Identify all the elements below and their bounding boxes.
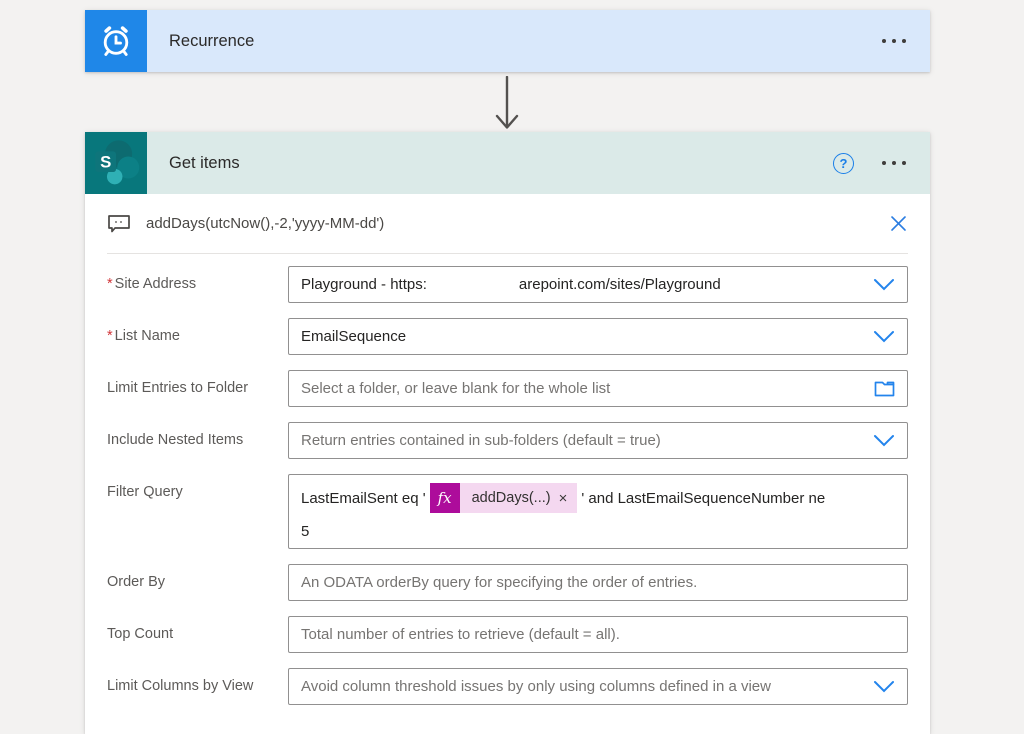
required-asterisk: * bbox=[107, 276, 113, 292]
field-order-by: Order By bbox=[107, 564, 908, 601]
chevron-down-icon[interactable] bbox=[863, 330, 895, 343]
sharepoint-icon: S bbox=[85, 132, 147, 194]
nested-items-label: Include Nested Items bbox=[107, 432, 244, 448]
filter-query-line2: 5 bbox=[301, 523, 310, 540]
field-list-name: *List Name EmailSequence bbox=[107, 318, 908, 355]
limit-folder-input[interactable] bbox=[301, 371, 864, 406]
chevron-down-icon[interactable] bbox=[863, 680, 895, 693]
field-filter-query: Filter Query LastEmailSent eq ' fx addDa… bbox=[107, 474, 908, 549]
top-count-input[interactable] bbox=[301, 617, 895, 652]
get-items-action-card: S Get items ? bbox=[85, 132, 930, 734]
limit-columns-label: Limit Columns by View bbox=[107, 678, 254, 694]
chevron-down-icon[interactable] bbox=[863, 278, 895, 291]
expression-token[interactable]: fx addDays(...) × bbox=[429, 483, 578, 513]
site-address-value-prefix: Playground - https: bbox=[301, 276, 427, 293]
comment-bubble-icon bbox=[107, 214, 131, 234]
nested-items-input[interactable] bbox=[301, 423, 863, 458]
required-asterisk: * bbox=[107, 328, 113, 344]
fx-icon: fx bbox=[429, 483, 460, 513]
order-by-label: Order By bbox=[107, 574, 166, 590]
svg-text:S: S bbox=[100, 153, 111, 172]
limit-columns-dropdown[interactable] bbox=[288, 668, 908, 705]
field-top-count: Top Count bbox=[107, 616, 908, 653]
alarm-clock-icon bbox=[85, 10, 147, 72]
remove-token-icon[interactable]: × bbox=[558, 489, 568, 507]
site-address-label: *Site Address bbox=[107, 276, 197, 292]
comment-text: addDays(utcNow(),-2,'yyyy-MM-dd') bbox=[146, 215, 385, 232]
field-site-address: *Site Address Playground - https: arepoi… bbox=[107, 266, 908, 303]
close-comment-icon[interactable] bbox=[889, 214, 908, 233]
folder-picker-icon[interactable] bbox=[864, 380, 895, 398]
list-name-dropdown[interactable]: EmailSequence bbox=[288, 318, 908, 355]
field-limit-folder: Limit Entries to Folder bbox=[107, 370, 908, 407]
site-address-value-suffix: arepoint.com/sites/Playground bbox=[518, 276, 721, 293]
recurrence-trigger-card[interactable]: Recurrence bbox=[85, 10, 930, 72]
order-by-input[interactable] bbox=[301, 565, 895, 600]
list-name-value: EmailSequence bbox=[301, 328, 407, 345]
recurrence-title: Recurrence bbox=[169, 31, 255, 50]
top-count-label: Top Count bbox=[107, 626, 174, 642]
limit-folder-label: Limit Entries to Folder bbox=[107, 380, 249, 396]
help-icon[interactable]: ? bbox=[833, 152, 854, 174]
comment-row: addDays(utcNow(),-2,'yyyy-MM-dd') bbox=[107, 194, 908, 254]
order-by-input-box bbox=[288, 564, 908, 601]
site-address-dropdown[interactable]: Playground - https: arepoint.com/sites/P… bbox=[288, 266, 908, 303]
field-nested-items: Include Nested Items bbox=[107, 422, 908, 459]
limit-folder-input-box bbox=[288, 370, 908, 407]
get-items-header[interactable]: S Get items ? bbox=[85, 132, 930, 194]
arrow-down-icon bbox=[494, 75, 520, 137]
filter-query-editor[interactable]: LastEmailSent eq ' fx addDays(...) × ' a… bbox=[288, 474, 908, 549]
filter-query-text-after: ' and LastEmailSequenceNumber ne bbox=[581, 489, 826, 507]
top-count-input-box bbox=[288, 616, 908, 653]
chevron-down-icon[interactable] bbox=[863, 434, 895, 447]
field-limit-columns: Limit Columns by View bbox=[107, 668, 908, 705]
filter-query-text-before: LastEmailSent eq ' bbox=[301, 489, 426, 507]
get-items-title: Get items bbox=[169, 153, 240, 172]
nested-items-dropdown[interactable] bbox=[288, 422, 908, 459]
filter-query-label: Filter Query bbox=[107, 484, 183, 500]
list-name-label: *List Name bbox=[107, 328, 180, 344]
limit-columns-input[interactable] bbox=[301, 669, 863, 704]
recurrence-more-options-button[interactable] bbox=[880, 33, 908, 49]
get-items-more-options-button[interactable] bbox=[880, 155, 908, 171]
expression-token-label: addDays(...) bbox=[471, 490, 551, 506]
